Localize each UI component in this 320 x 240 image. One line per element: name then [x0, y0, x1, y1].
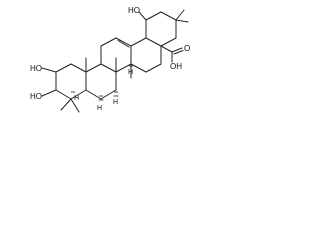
stereo-h-label: H: [113, 99, 118, 106]
stereo-h-label: H: [128, 69, 133, 76]
cooh-oh-label: OH: [170, 62, 182, 71]
ring-d: [130, 37, 162, 73]
stereo-h-label: H: [97, 105, 102, 112]
stereo-hash-bonds: [71, 65, 133, 101]
stereo-h-label: H: [74, 95, 79, 102]
oh-top-label: HO: [128, 6, 140, 15]
oh-c3-label: HO: [30, 92, 42, 101]
molecule-structure: HO OH O HO HO H H H H: [30, 6, 190, 113]
ring-a: [55, 63, 87, 100]
hydroxyl-bonds: [41, 11, 147, 97]
atom-labels: HO OH O HO HO H H H H: [30, 6, 190, 112]
ring-c: [100, 37, 132, 73]
methyl-groups: [60, 9, 189, 113]
ring-e: [145, 11, 177, 47]
oh-c2-label: HO: [30, 64, 42, 73]
cooh-o-label: O: [184, 44, 190, 53]
carboxyl-group: [160, 45, 184, 63]
ring-b: [85, 63, 117, 100]
